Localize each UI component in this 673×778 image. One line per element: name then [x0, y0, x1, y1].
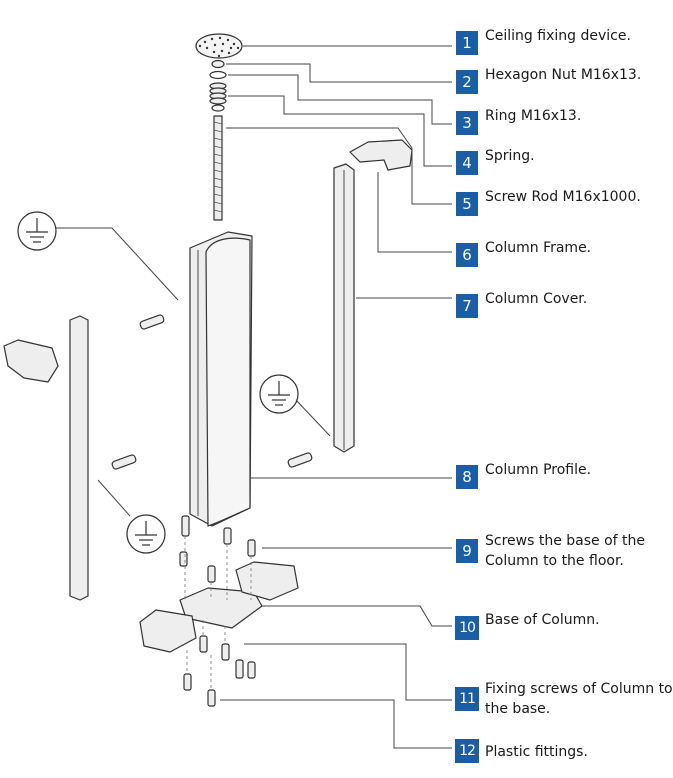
ground-symbol-icon: [17, 211, 57, 251]
screw-rod-thread: [213, 121, 223, 213]
legend-badge-10: 10: [455, 616, 479, 640]
legend-badge-11: 11: [455, 687, 479, 711]
legend-badge-8: 8: [456, 465, 478, 489]
legend-badge-2: 2: [456, 70, 478, 94]
legend-badge-7: 7: [456, 294, 478, 318]
screws: [111, 314, 313, 707]
legend-label-1: Ceiling fixing device.: [485, 28, 631, 44]
ground-symbol-icon: [259, 374, 299, 414]
legend-label-11-line-2: the base.: [485, 701, 551, 717]
legend-label-3: Ring M16x13.: [485, 108, 582, 124]
legend-badge-5: 5: [456, 192, 478, 216]
legend-badge-9: 9: [456, 539, 478, 563]
ceiling-fixing-device-part: [195, 33, 243, 59]
legend-label-11-line-1: Fixing screws of Column to: [485, 681, 673, 697]
legend-label-10: Base of Column.: [485, 612, 600, 628]
legend-badge-3: 3: [456, 111, 478, 135]
spring-part: [209, 82, 227, 112]
legend-label-4: Spring.: [485, 148, 535, 164]
legend-label-2: Hexagon Nut M16x13.: [485, 67, 642, 83]
legend-badge-4: 4: [456, 151, 478, 175]
column-frame-left-part: [3, 339, 59, 383]
legend-label-5: Screw Rod M16x1000.: [485, 189, 641, 205]
ring-part: [209, 70, 227, 80]
legend-badge-6: 6: [456, 243, 478, 267]
ground-symbol-icon: [126, 514, 166, 554]
column-cover-left-part: [69, 315, 89, 601]
legend-badge-1: 1: [456, 31, 478, 55]
legend-label-9-line-2: Column to the floor.: [485, 553, 624, 569]
legend-label-7: Column Cover.: [485, 291, 588, 307]
legend-label-6: Column Frame.: [485, 240, 592, 256]
screw-rod-part: [213, 115, 223, 221]
legend-badge-12: 12: [455, 739, 479, 763]
legend-label-12: Plastic fittings.: [485, 744, 588, 760]
column-profile-part: [189, 231, 253, 527]
column-frame-top-part: [349, 139, 413, 171]
base-cover-left-part: [139, 609, 197, 653]
legend-label-9-line-1: Screws the base of the: [485, 533, 646, 549]
leader-lines: [56, 45, 452, 749]
legend-label-8: Column Profile.: [485, 462, 592, 478]
hexagon-nut-part: [211, 59, 225, 69]
base-cover-right-part: [235, 561, 299, 601]
